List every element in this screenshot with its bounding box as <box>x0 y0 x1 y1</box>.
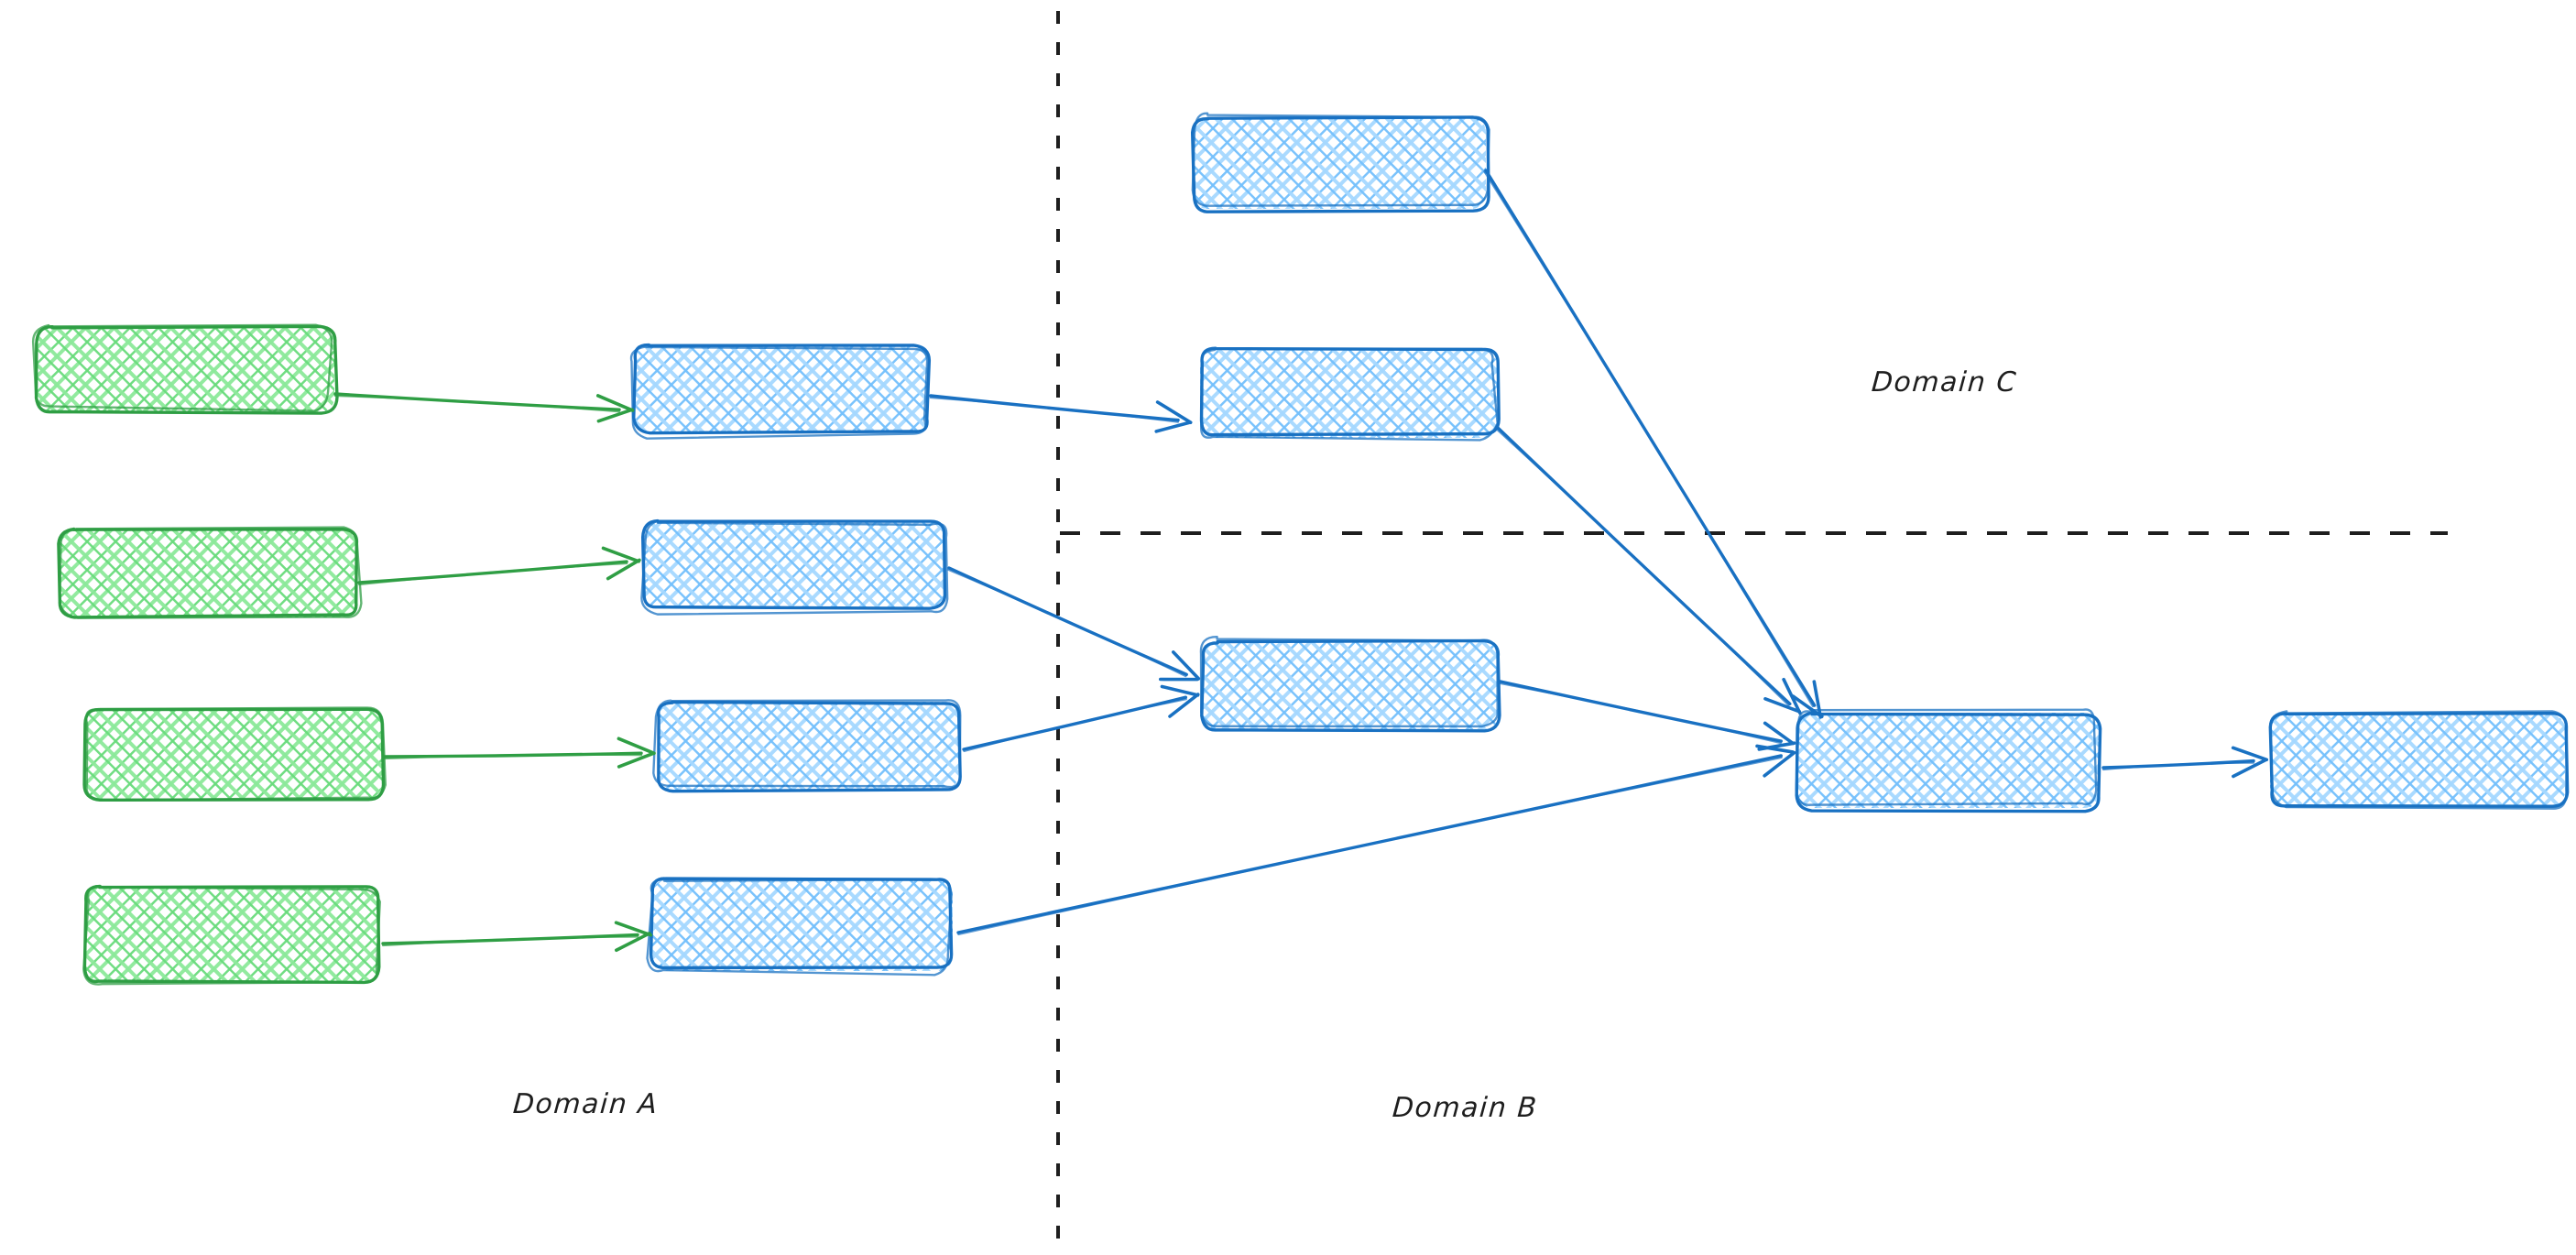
blue-node-col2-1-outline <box>632 343 932 435</box>
blue-node-domainb-lower[interactable] <box>1199 636 1501 733</box>
edge-b2-c3-arrowhead <box>1172 650 1201 681</box>
edge-d1-e1-shaft <box>2101 761 2255 771</box>
blue-node-col2-1-fill <box>634 344 927 432</box>
green-node-4-fill <box>84 887 379 982</box>
green-node-4-outline <box>82 884 381 986</box>
edge-a2-b2[interactable] <box>357 546 641 586</box>
edge-c3-d1[interactable] <box>1499 680 1796 751</box>
edge-a4-b4-arrowhead <box>615 932 651 953</box>
edge-c2-d1-shaft <box>1494 427 1790 706</box>
green-node-2-fill <box>59 529 356 617</box>
blue-node-convergence-fill <box>1797 713 2100 808</box>
edge-a1-b1[interactable] <box>333 392 635 423</box>
blue-node-domainb-top-outline <box>1191 112 1490 207</box>
blue-node-domainb-middle-outline <box>1199 347 1499 442</box>
domain-label-domain-c: Domain C <box>1870 366 2019 398</box>
green-node-1-fill <box>37 328 334 412</box>
edge-a1-b1-arrowhead <box>596 408 634 423</box>
edge-c3-d1-arrowhead <box>1763 721 1795 746</box>
blue-node-col2-2[interactable] <box>640 518 949 616</box>
edge-b3-c3[interactable] <box>962 684 1200 753</box>
edge-b1-c2-shaft <box>929 396 1179 423</box>
edge-b3-c3-shaft <box>963 698 1187 753</box>
blue-node-col2-2-outline <box>640 519 949 616</box>
edge-b1-c2-arrowhead <box>1155 400 1193 424</box>
edge-b1-c2-arrowhead <box>1154 420 1192 433</box>
edge-a2-b2-arrowhead <box>606 558 641 581</box>
blue-node-col2-1-outline <box>629 345 929 440</box>
blue-node-domainb-middle-fill <box>1200 350 1497 438</box>
edge-a3-b3-shaft <box>383 753 643 760</box>
edge-b4-d1-shaft <box>957 756 1783 936</box>
blue-node-col2-3-fill <box>658 702 958 790</box>
green-node-2-outline <box>59 526 363 619</box>
edge-d1-e1-arrowhead <box>2232 758 2267 779</box>
edge-a1-b1-arrowhead <box>595 394 635 412</box>
blue-node-convergence-outline <box>1795 708 2098 806</box>
edge-c1-d1[interactable] <box>1483 169 1824 719</box>
blue-node-domainb-top[interactable] <box>1190 112 1490 213</box>
blue-node-col2-4-outline <box>646 878 953 977</box>
blue-node-domainb-lower-fill <box>1202 641 1499 729</box>
edge-b4-d1-arrowhead <box>1763 750 1796 778</box>
edge-c2-d1-arrowhead <box>1782 677 1802 715</box>
nodes-layer <box>31 112 2570 986</box>
green-node-4[interactable] <box>82 884 381 986</box>
edge-b2-c3[interactable] <box>947 566 1201 682</box>
blue-node-col2-3[interactable] <box>652 699 962 793</box>
edge-b2-c3-shaft <box>947 568 1187 678</box>
edge-c2-d1[interactable] <box>1494 425 1802 715</box>
blue-node-domainb-middle[interactable] <box>1199 346 1501 442</box>
blue-node-domainb-lower-outline <box>1199 636 1499 728</box>
green-node-1-outline <box>34 324 339 415</box>
blue-node-final-outline <box>2269 710 2569 810</box>
edge-c1-d1-arrowhead <box>1791 694 1824 719</box>
blue-node-col2-1[interactable] <box>629 343 932 440</box>
edge-b4-d1[interactable] <box>956 744 1796 936</box>
edge-d1-e1[interactable] <box>2101 746 2269 779</box>
blue-node-domainb-top-fill <box>1193 117 1486 209</box>
edge-c3-d1-shaft <box>1499 682 1782 745</box>
edge-b3-c3-arrowhead <box>1160 684 1200 697</box>
green-node-3[interactable] <box>82 706 387 802</box>
blue-node-col2-3-outline <box>652 699 962 789</box>
blue-node-col2-4-fill <box>652 879 953 971</box>
edge-a4-b4-arrowhead <box>614 921 653 937</box>
green-node-1-outline <box>31 323 333 412</box>
edges-layer <box>333 169 2269 953</box>
blue-node-final[interactable] <box>2268 710 2570 810</box>
edge-a2-b2-arrowhead <box>601 546 641 563</box>
edge-d1-e1-arrowhead <box>2231 746 2269 762</box>
edge-c1-d1-shaft <box>1483 169 1815 708</box>
edge-a2-b2-shaft <box>358 562 628 586</box>
edge-a1-b1-shaft <box>333 394 621 413</box>
edge-a3-b3-arrowhead <box>617 751 655 769</box>
blue-node-col2-2-fill <box>643 520 944 608</box>
edge-c2-d1-arrowhead <box>1763 697 1802 714</box>
green-node-1[interactable] <box>31 323 339 415</box>
edge-b1-c2[interactable] <box>929 394 1193 433</box>
edge-c1-d1-arrowhead <box>1812 680 1823 719</box>
green-node-3-outline <box>84 706 387 802</box>
edge-a3-b3[interactable] <box>383 737 656 769</box>
domain-label-domain-a: Domain A <box>511 1088 660 1120</box>
blue-node-col2-2-outline <box>640 518 947 610</box>
green-node-4-outline <box>82 884 381 985</box>
edge-b3-c3-arrowhead <box>1168 693 1200 718</box>
dividers-layer <box>1056 11 2448 1239</box>
green-node-3-fill <box>84 711 382 799</box>
green-node-2[interactable] <box>57 526 363 619</box>
blue-node-convergence[interactable] <box>1795 708 2102 813</box>
edge-a4-b4[interactable] <box>381 921 653 953</box>
edge-c3-d1-arrowhead <box>1757 741 1796 751</box>
blue-node-final-fill <box>2270 715 2565 806</box>
edge-a3-b3-arrowhead <box>617 737 656 756</box>
edge-a4-b4-shaft <box>381 935 639 947</box>
domain-label-domain-b: Domain B <box>1391 1092 1539 1124</box>
blue-node-col2-4[interactable] <box>646 877 954 977</box>
